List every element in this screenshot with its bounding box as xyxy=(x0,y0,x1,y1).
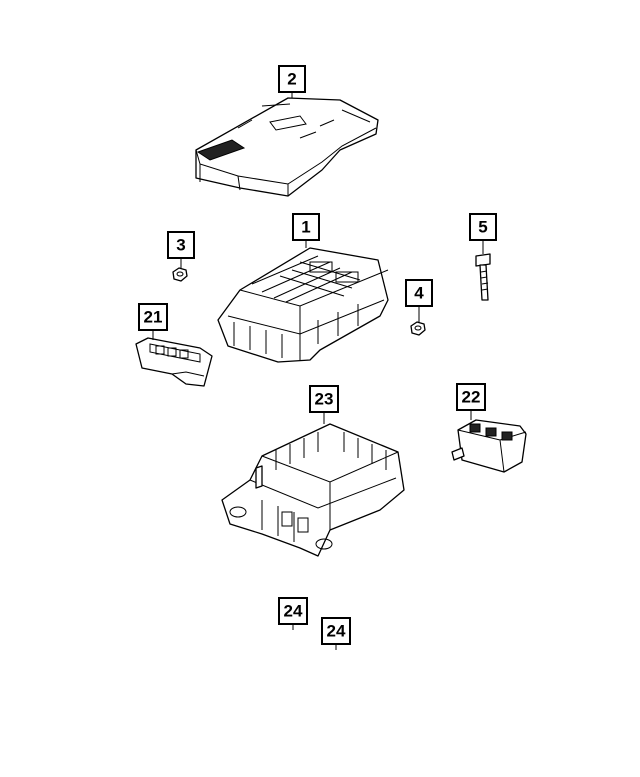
bolt-part-5 xyxy=(475,253,491,301)
callout-24-lower-label: 24 xyxy=(327,622,346,641)
callout-24-lower: 24 xyxy=(321,617,351,645)
callout-24-upper-label: 24 xyxy=(284,602,303,621)
nut-part-3 xyxy=(172,267,188,282)
connector-part-21 xyxy=(135,337,213,387)
callout-23: 23 xyxy=(309,385,339,413)
callout-3-label: 3 xyxy=(176,236,185,255)
callout-23-label: 23 xyxy=(315,390,334,409)
callout-4: 4 xyxy=(405,279,433,307)
relay-part-22 xyxy=(451,419,527,473)
fuse-box-assembly xyxy=(217,247,389,363)
nut-part-4 xyxy=(410,321,426,336)
callout-1-label: 1 xyxy=(301,218,310,237)
callout-2-label: 2 xyxy=(287,70,296,89)
callout-2: 2 xyxy=(278,65,306,93)
callout-4-label: 4 xyxy=(414,284,424,303)
callout-22: 22 xyxy=(456,383,486,411)
callout-22-label: 22 xyxy=(462,388,481,407)
callout-1: 1 xyxy=(292,213,320,241)
fuse-box-lower-housing xyxy=(221,423,405,557)
callout-21: 21 xyxy=(138,303,168,331)
callout-5-label: 5 xyxy=(478,218,487,237)
callout-21-label: 21 xyxy=(144,308,163,327)
fuse-box-cover xyxy=(195,97,379,197)
callout-5: 5 xyxy=(469,213,497,241)
callout-24-upper: 24 xyxy=(278,597,308,625)
callout-3: 3 xyxy=(167,231,195,259)
